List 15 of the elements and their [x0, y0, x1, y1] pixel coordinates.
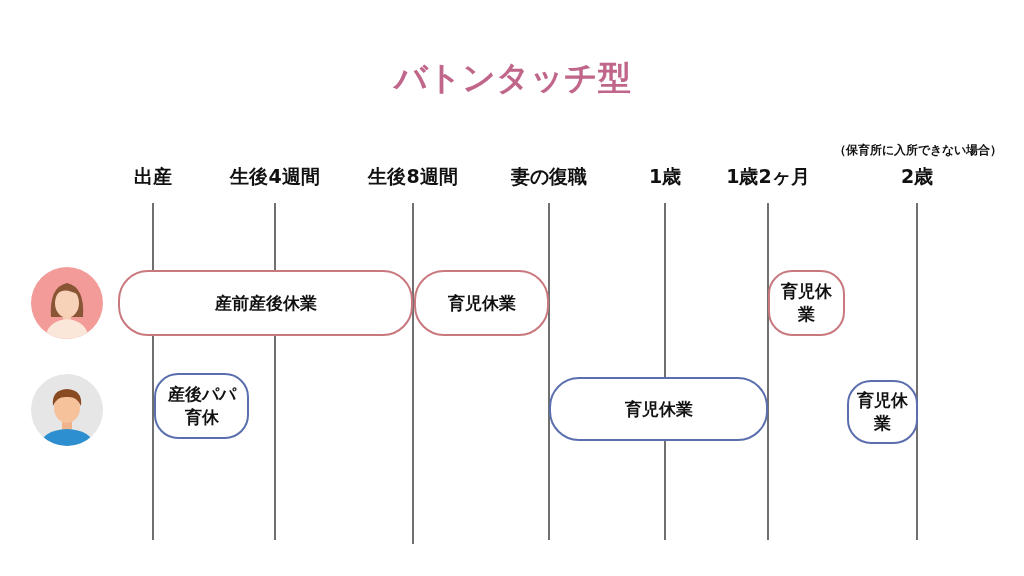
milestone-label: 生後8週間 — [368, 164, 458, 189]
leave-period-pill: 産前産後休業 — [118, 270, 413, 336]
milestone-label: 生後4週間 — [230, 164, 320, 189]
milestone-label: 出産 — [134, 164, 172, 189]
leave-period-pill: 育児休業 — [549, 377, 768, 441]
leave-period-pill: 育児休業 — [847, 380, 918, 444]
leave-period-pill: 育児休業 — [414, 270, 549, 336]
title: バトンタッチ型 — [392, 57, 632, 99]
milestone-label: 1歳2ヶ月 — [726, 164, 810, 189]
milestone-label: 妻の復職 — [511, 164, 587, 189]
milestone-label: 2歳 — [900, 164, 934, 189]
leave-period-pill: 育児休業 — [768, 270, 845, 336]
leave-period-pill: 産後パパ育休 — [154, 373, 249, 439]
milestone-label: 1歳 — [648, 164, 682, 189]
note-text: （保育所に入所できない場合） — [834, 142, 1002, 159]
